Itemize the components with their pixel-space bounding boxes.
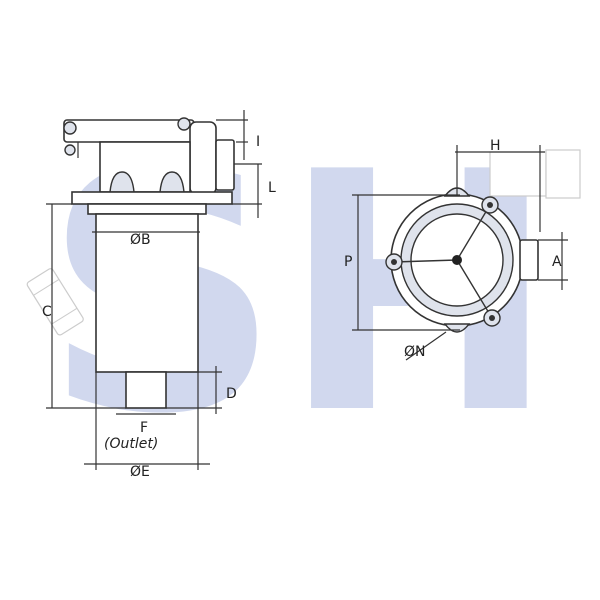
inlet-fitting-nut bbox=[545, 149, 581, 199]
dim-N-leader bbox=[405, 331, 447, 361]
inlet-port-body bbox=[189, 121, 217, 195]
filter-bowl bbox=[95, 213, 199, 373]
label-H: H bbox=[490, 138, 501, 154]
label-D: D bbox=[226, 386, 237, 402]
label-P: P bbox=[344, 254, 352, 270]
cover-bolt-right bbox=[177, 117, 191, 131]
side-dimensions bbox=[46, 110, 262, 470]
mounting-flange bbox=[71, 191, 233, 205]
label-A: A bbox=[552, 254, 562, 270]
top-dimensions bbox=[352, 145, 568, 361]
head-boss-left bbox=[109, 171, 135, 193]
flange-neck bbox=[87, 203, 207, 215]
head-boss-right bbox=[159, 171, 185, 193]
cover-bolt-left-lower bbox=[64, 144, 76, 156]
cover-plate bbox=[63, 119, 195, 143]
label-F: F bbox=[140, 420, 148, 436]
inlet-flange bbox=[215, 139, 235, 191]
label-I: I bbox=[256, 134, 260, 150]
center-point bbox=[452, 255, 462, 265]
outlet-port bbox=[125, 371, 167, 409]
label-N: ØN bbox=[404, 344, 426, 360]
label-outlet: (Outlet) bbox=[104, 436, 158, 452]
label-E: ØE bbox=[130, 464, 150, 480]
side-port bbox=[519, 239, 539, 281]
angled-connector bbox=[26, 268, 84, 336]
top-view bbox=[385, 149, 581, 333]
inlet-fitting bbox=[489, 151, 547, 197]
cover-bolt-left bbox=[63, 121, 77, 135]
label-B: ØB bbox=[130, 232, 151, 248]
label-L: L bbox=[268, 180, 276, 196]
side-view bbox=[26, 117, 235, 409]
label-C: C bbox=[42, 304, 52, 320]
